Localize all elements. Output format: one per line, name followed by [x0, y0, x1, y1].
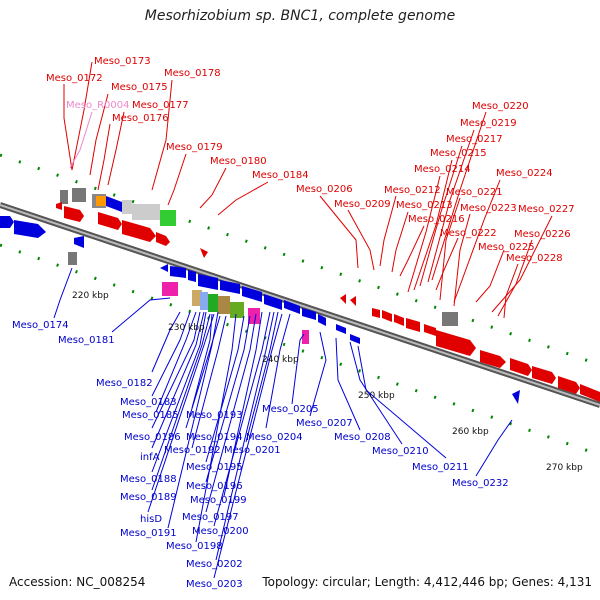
tick-label: 270 kbp [546, 463, 583, 473]
gene-label: Meso_0209 [334, 199, 391, 210]
gene-label: Meso_0192 [164, 445, 221, 456]
gene-label: hisD [140, 514, 162, 525]
accession-text: Accession: NC_008254 [9, 575, 146, 589]
gene-label: Meso_0196 [186, 481, 243, 492]
topology-text: Topology: circular; Length: 4,412,446 bp… [262, 575, 592, 589]
gene-label: Meso_0199 [190, 495, 247, 506]
reverse-features-middle [160, 264, 360, 344]
gene-label: Meso_0195 [186, 462, 243, 473]
gene-label: Meso_0186 [124, 432, 181, 443]
gene-label: Meso_0210 [372, 446, 429, 457]
gene-label: Meso_0217 [446, 134, 503, 145]
gene-label: Meso_0177 [132, 100, 189, 111]
gene-label: Meso_0227 [518, 204, 575, 215]
forward-features-right [340, 294, 600, 404]
gene-label: Meso_0198 [166, 541, 223, 552]
gene-label: Meso_0206 [296, 184, 353, 195]
gene-label: Meso_0205 [262, 404, 319, 415]
gene-label: Meso_0189 [120, 492, 177, 503]
gene-label: Meso_0185 [122, 410, 179, 421]
gene-label: Meso_0226 [514, 229, 571, 240]
gene-label: Meso_0222 [440, 228, 497, 239]
gene-label: Meso_0182 [96, 378, 153, 389]
gene-label: Meso_0228 [506, 253, 563, 264]
gene-label: Meso_0193 [186, 410, 243, 421]
tick-label: 260 kbp [452, 427, 489, 437]
tick-label: 220 kbp [72, 291, 109, 301]
gene-label: Meso_0172 [46, 73, 103, 84]
gene-label: Meso_0179 [166, 142, 223, 153]
gene-label: Meso_0224 [496, 168, 553, 179]
gene-label: Meso_0191 [120, 528, 177, 539]
leader-lines-top [63, 61, 553, 319]
gene-label: Meso_0211 [412, 462, 469, 473]
backbone-highlight [0, 204, 600, 406]
gene-label: Meso_0180 [210, 156, 267, 167]
reverse-features-left [0, 188, 208, 265]
gene-label: Meso_0197 [182, 512, 239, 523]
gene-label: Meso_0232 [452, 478, 509, 489]
gene-label: Meso_0178 [164, 68, 221, 79]
gene-label: Meso_0175 [111, 82, 168, 93]
tick-label: 250 kbp [358, 391, 395, 401]
gene-label: Meso_R0004 [66, 100, 130, 111]
gene-label: Meso_0223 [460, 203, 517, 214]
gene-label: Meso_0184 [252, 170, 309, 181]
gene-label: Meso_0203 [186, 579, 243, 590]
gene-label: Meso_0188 [120, 474, 177, 485]
gene-label: Meso_0204 [246, 432, 303, 443]
gene-label: infA [140, 452, 160, 463]
gene-label: Meso_0174 [12, 320, 69, 331]
leader-line-rna [69, 111, 93, 169]
gene-label: Meso_0221 [446, 187, 503, 198]
gene-label: Meso_0181 [58, 335, 115, 346]
gene-label: Meso_0183 [120, 397, 177, 408]
leader-lines-bottom [53, 267, 513, 579]
tick-label: 240 kbp [262, 355, 299, 365]
gene-label: Meso_0220 [472, 101, 529, 112]
gene-label: Meso_0201 [224, 445, 281, 456]
gene-label: Meso_0213 [396, 200, 453, 211]
gene-label: Meso_0216 [408, 214, 465, 225]
gene-label: Meso_0207 [296, 418, 353, 429]
gene-label: Meso_0194 [186, 432, 243, 443]
gene-label: Meso_0202 [186, 559, 243, 570]
gene-label: Meso_0212 [384, 185, 441, 196]
gene-label: Meso_0214 [414, 164, 471, 175]
gene-label: Meso_0176 [112, 113, 169, 124]
gene-label: Meso_0208 [334, 432, 391, 443]
gene-label: Meso_0173 [94, 56, 151, 67]
gene-label: Meso_0225 [478, 242, 535, 253]
gene-label: Meso_0219 [460, 118, 517, 129]
map-title: Mesorhizobium sp. BNC1, complete genome [144, 8, 456, 24]
gene-label: Meso_0215 [430, 148, 487, 159]
tick-label: 230 kbp [168, 323, 205, 333]
gene-label: Meso_0200 [192, 526, 249, 537]
